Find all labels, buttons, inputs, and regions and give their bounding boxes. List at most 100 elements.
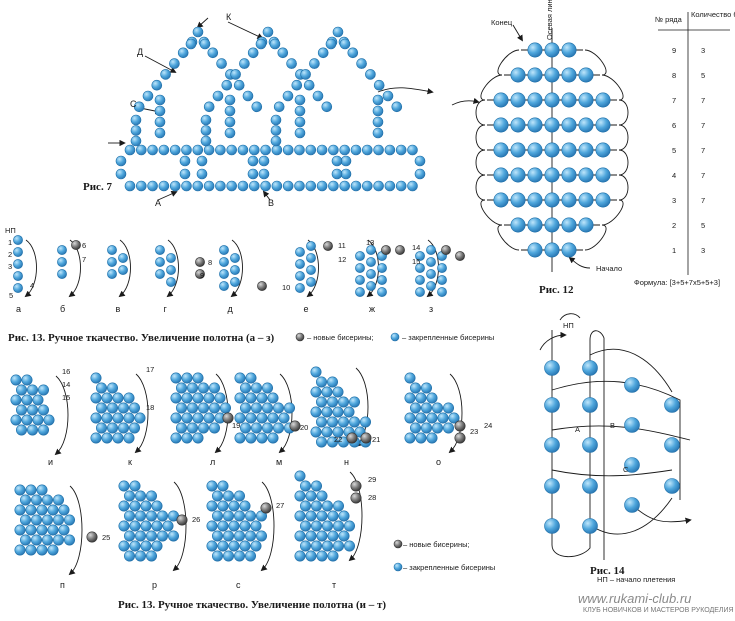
bead	[157, 510, 169, 522]
bead	[664, 478, 680, 494]
bead	[25, 504, 37, 516]
bead	[146, 550, 158, 562]
bead	[299, 520, 311, 532]
bead	[169, 144, 181, 156]
fig13a-caption: Рис. 13. Ручное ткачество. Увеличение по…	[8, 332, 275, 344]
fig13a-letter: е	[304, 304, 309, 314]
bead	[291, 79, 303, 91]
fig12-bead-count: 3	[701, 246, 705, 255]
fig12-axis-label: Осевая линия	[545, 0, 554, 40]
watermark-site: www.rukami-club.ru	[578, 591, 691, 606]
bead	[561, 117, 577, 133]
fig12-col-row: № ряда	[655, 15, 683, 24]
bead	[339, 180, 351, 192]
bead	[350, 180, 362, 192]
bead	[181, 372, 193, 384]
bead	[578, 167, 594, 183]
bead	[170, 372, 182, 384]
fig13b-letter: к	[128, 457, 132, 467]
bead	[226, 144, 237, 156]
bead	[355, 275, 365, 285]
bead	[192, 372, 204, 384]
bead	[224, 105, 236, 117]
bead	[13, 283, 23, 293]
bead	[267, 432, 279, 444]
bead	[294, 94, 306, 106]
bead	[147, 180, 158, 192]
bead	[219, 245, 229, 255]
bead	[251, 101, 263, 113]
bead	[271, 144, 283, 156]
bead	[328, 144, 339, 156]
fig7-label-d: Д	[137, 47, 143, 57]
bead	[310, 366, 322, 378]
bead	[561, 67, 577, 83]
bead	[41, 494, 53, 506]
bead	[373, 144, 384, 156]
bead	[372, 127, 384, 139]
bead	[130, 135, 142, 147]
bead	[230, 253, 240, 263]
bead	[151, 540, 163, 552]
bead	[310, 520, 322, 532]
bead	[124, 180, 136, 192]
thread-line	[144, 55, 177, 73]
bead	[237, 144, 249, 156]
bead	[219, 257, 229, 267]
new-bead	[454, 432, 466, 444]
fig12-konec: Конец	[491, 18, 513, 27]
fig13a-legend-new: – новые бисерины;	[307, 333, 374, 342]
bead	[415, 432, 427, 444]
bead	[181, 432, 193, 444]
bead	[493, 117, 509, 133]
bead	[129, 540, 141, 552]
bead	[404, 412, 416, 424]
bead	[527, 242, 543, 258]
bead	[214, 392, 226, 404]
bead	[135, 530, 147, 542]
thread-line	[227, 21, 264, 39]
fig12-row-number: 1	[672, 246, 676, 255]
bead	[187, 402, 199, 414]
thread-path	[172, 481, 187, 572]
bead	[339, 144, 351, 156]
bead	[43, 414, 55, 426]
fig12-row-number: 3	[672, 196, 676, 205]
fig13b-letter: т	[332, 580, 336, 590]
bead	[112, 412, 124, 424]
thread-path	[631, 504, 692, 524]
bead	[348, 396, 360, 408]
bead	[332, 386, 344, 398]
bead	[154, 105, 166, 117]
bead	[338, 530, 350, 542]
bead	[115, 168, 127, 180]
bead	[245, 372, 257, 384]
new-bead	[441, 245, 451, 255]
bead	[372, 94, 384, 106]
bead	[200, 135, 212, 147]
bead	[169, 58, 180, 69]
new-bead	[360, 432, 372, 444]
bead	[337, 416, 349, 428]
bead	[527, 117, 543, 133]
bead-number: 28	[368, 493, 376, 502]
bead	[206, 540, 218, 552]
bead	[96, 402, 108, 414]
bead	[10, 414, 22, 426]
fig7-label-a: А	[155, 198, 161, 208]
bead	[267, 412, 279, 424]
bead	[230, 265, 240, 275]
bead-number: 5	[9, 291, 13, 300]
fig12-bead-count: 7	[701, 171, 705, 180]
bead	[124, 144, 136, 156]
bead	[179, 168, 191, 180]
bead	[215, 180, 226, 192]
bead	[181, 180, 192, 192]
bead	[155, 245, 165, 255]
bead	[140, 520, 152, 532]
bead	[250, 520, 262, 532]
bead	[578, 142, 594, 158]
bead	[321, 101, 333, 113]
